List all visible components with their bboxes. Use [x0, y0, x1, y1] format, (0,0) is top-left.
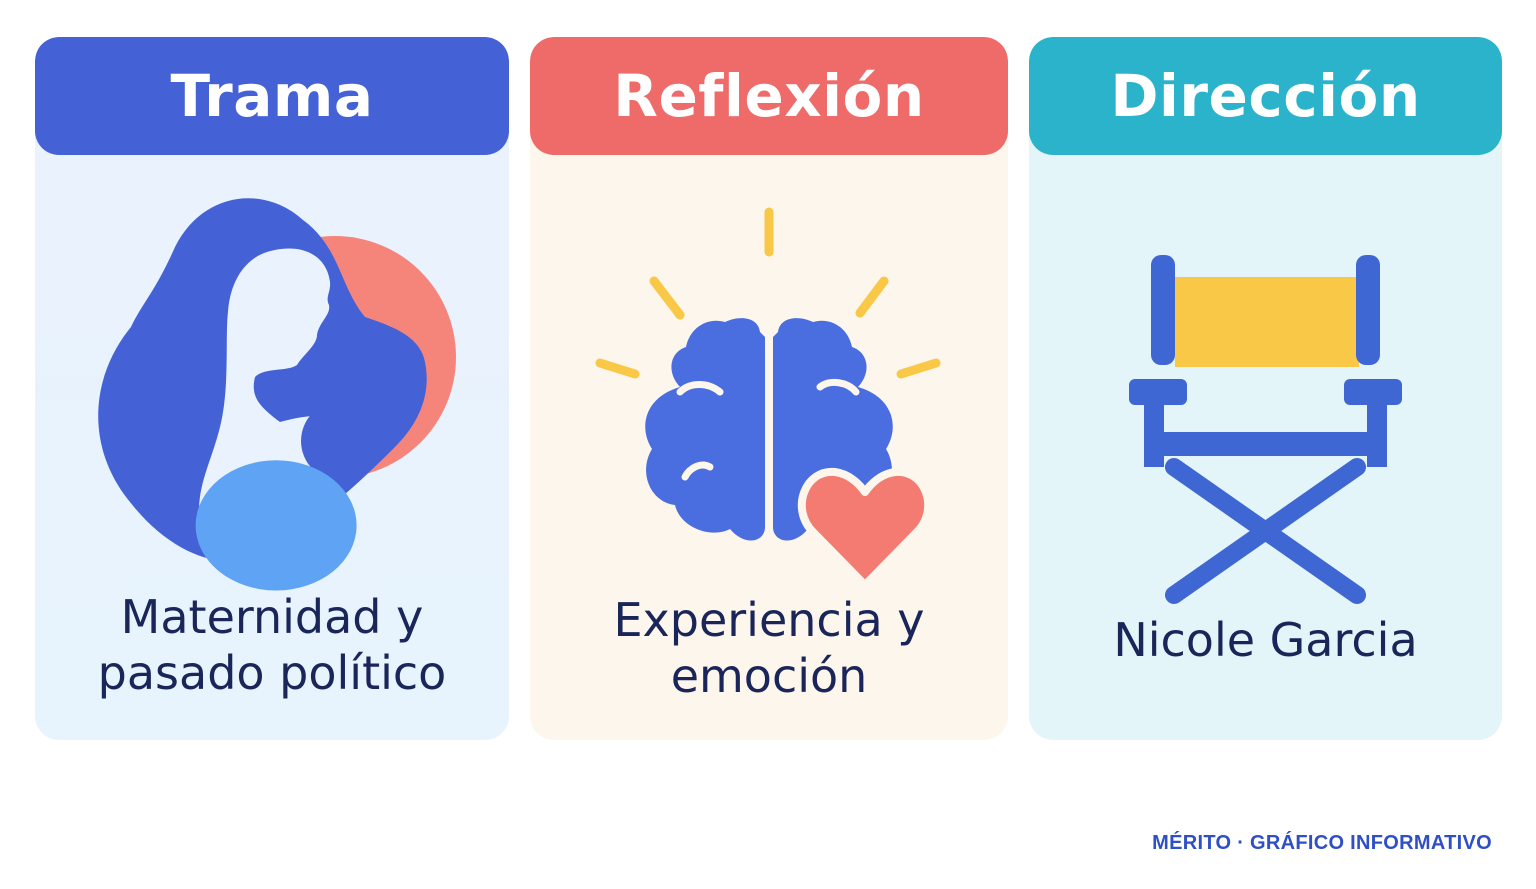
caption-line: Nicole Garcia [1113, 613, 1418, 667]
brain-heart-icon [595, 207, 941, 589]
card-reflexion: Reflexión Experiencia y emoción [530, 37, 1008, 740]
card-direccion: Dirección Nicole Garcia [1029, 37, 1502, 740]
caption-line: emoción [670, 649, 868, 703]
sparkle-rays-icon [595, 207, 941, 379]
footer-credit: MÉRITO · GRÁFICO INFORMATIVO [1152, 832, 1492, 854]
caption-line: pasado político [97, 646, 447, 700]
caption-line: Maternidad y [120, 590, 424, 644]
director-chair-icon [1129, 255, 1402, 604]
mother-child-icon [98, 198, 456, 591]
card-trama: Trama Maternidad y pasado político [35, 37, 509, 740]
caption-line: Experiencia y [613, 593, 925, 647]
card-title: Trama [35, 37, 509, 155]
card-title: Dirección [1029, 37, 1502, 155]
card-title: Reflexión [530, 37, 1008, 155]
